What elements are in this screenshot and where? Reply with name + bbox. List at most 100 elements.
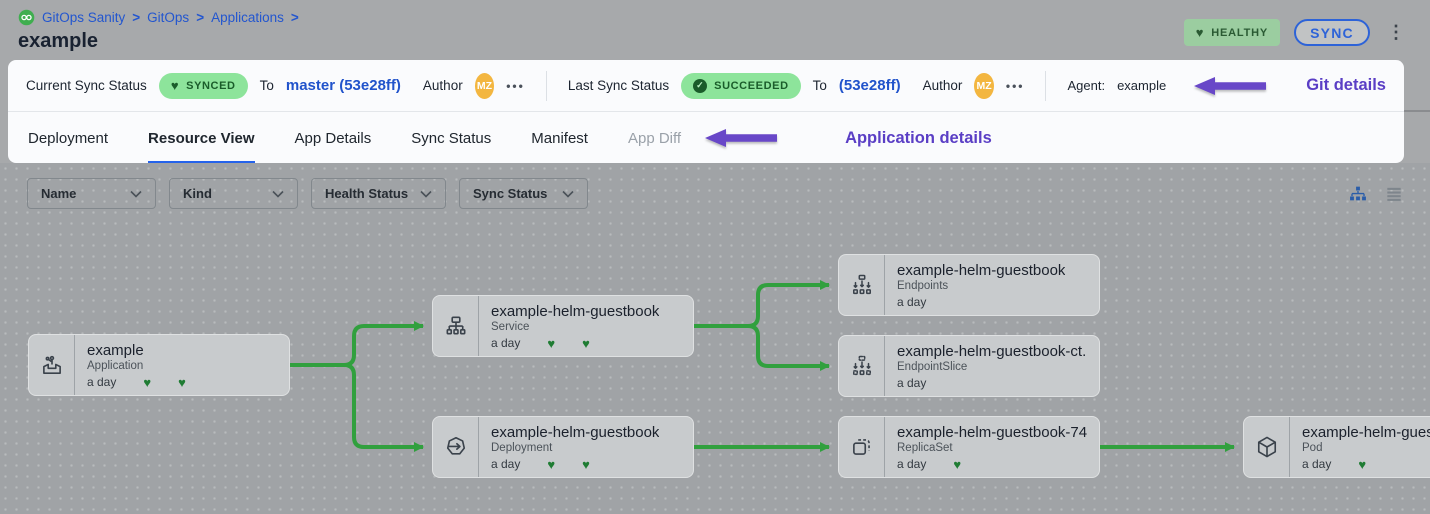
- resource-name: example-helm-guestbook: [491, 424, 660, 441]
- heart-icon: ♥: [178, 374, 186, 390]
- author-avatar[interactable]: MZ: [474, 72, 495, 99]
- to-label: To: [259, 78, 274, 93]
- current-revision-link[interactable]: master (53e28ff): [285, 77, 401, 94]
- filter-health-status-dropdown[interactable]: Health Status: [311, 178, 446, 209]
- current-sync-status-label: Current Sync Status: [26, 78, 147, 93]
- resource-name: example-helm-guestbook-74...: [897, 424, 1087, 441]
- heart-icon: ♥: [1195, 25, 1205, 40]
- resource-age: a day: [1302, 457, 1332, 471]
- tab-bar: Deployment Resource View App Details Sync S…: [8, 112, 1404, 164]
- breadcrumb-separator: >: [290, 10, 299, 25]
- resource-age: a day: [897, 295, 927, 309]
- tab-deployment[interactable]: Deployment: [28, 129, 109, 147]
- health-status-badge: ♥ HEALTHY: [1183, 19, 1280, 46]
- succeeded-badge: ✓ SUCCEEDED: [681, 72, 801, 99]
- tab-app-diff[interactable]: App Diff: [627, 129, 682, 147]
- app-header-panel: Current Sync Status ♥ SYNCED To master (…: [8, 60, 1404, 164]
- chevron-down-icon: [420, 190, 432, 198]
- filter-kind-dropdown[interactable]: Kind: [169, 178, 298, 209]
- resource-age: a day: [491, 336, 521, 350]
- resource-name: example: [87, 342, 144, 359]
- divider: [1045, 70, 1047, 101]
- service-icon: [433, 296, 479, 356]
- breadcrumb-separator: >: [132, 10, 141, 25]
- resource-age: a day: [87, 375, 117, 389]
- author-label: Author: [422, 78, 463, 93]
- last-sync-status-label: Last Sync Status: [567, 78, 670, 93]
- kebab-menu-icon[interactable]: ⋮: [1387, 22, 1405, 42]
- git-details-annotation: Git details: [1306, 76, 1386, 94]
- gitops-logo-icon: [18, 9, 35, 26]
- breadcrumb-link-gitops[interactable]: GitOps: [147, 10, 190, 25]
- more-options-icon[interactable]: •••: [1005, 78, 1025, 93]
- heart-icon: ♥: [547, 335, 556, 351]
- filter-label: Sync Status: [473, 186, 548, 201]
- more-options-icon[interactable]: •••: [506, 78, 525, 93]
- breadcrumb: GitOps Sanity>GitOps>Applications>: [18, 9, 299, 26]
- author-label: Author: [922, 78, 963, 93]
- deployment-icon: [433, 417, 479, 477]
- resource-name: example-helm-guest: [1302, 424, 1430, 441]
- edge-svc-to-ep: [694, 280, 830, 328]
- filter-name-dropdown[interactable]: Name: [27, 178, 156, 209]
- replicaset-icon: [839, 417, 885, 477]
- tab-sync-status[interactable]: Sync Status: [411, 129, 492, 147]
- tab-manifest[interactable]: Manifest: [531, 129, 588, 147]
- heart-icon: ♥: [143, 374, 152, 390]
- resource-kind: EndpointSlice: [897, 361, 968, 373]
- resource-age: a day: [897, 376, 927, 390]
- tab-resource-view[interactable]: Resource View: [148, 112, 255, 164]
- agent-value: example: [1117, 78, 1167, 93]
- resource-node-endpointslice[interactable]: example-helm-guestbook-ct...EndpointSlic…: [838, 335, 1100, 397]
- page-title: example: [18, 30, 99, 52]
- resource-tree-canvas: Name Kind Health Status Sync Status example…: [0, 163, 1430, 514]
- resource-kind: Deployment: [491, 442, 553, 454]
- breadcrumb-link-applications[interactable]: Applications: [211, 10, 284, 25]
- health-badge-label: HEALTHY: [1211, 26, 1268, 39]
- resource-kind: ReplicaSet: [897, 442, 953, 454]
- tree-view-icon[interactable]: [1348, 184, 1368, 204]
- heart-icon: ♥: [582, 335, 590, 351]
- view-toggles: [1348, 184, 1404, 204]
- check-circle-icon: ✓: [693, 78, 708, 93]
- last-revision-link[interactable]: (53e28ff): [838, 77, 901, 94]
- resource-kind: Pod: [1302, 442, 1323, 454]
- heart-icon: ♥: [1358, 456, 1367, 472]
- application-icon: [29, 335, 75, 395]
- sync-button[interactable]: SYNC: [1294, 19, 1370, 46]
- filter-bar: Name Kind Health Status Sync Status: [27, 178, 588, 209]
- heart-icon: ♥: [547, 456, 556, 472]
- resource-tree-edges: [290, 280, 1235, 452]
- list-view-icon[interactable]: [1384, 184, 1404, 204]
- resource-age: a day: [491, 457, 521, 471]
- tab-app-details[interactable]: App Details: [294, 129, 372, 147]
- edge-app-to-deploy: [290, 363, 424, 452]
- succeeded-badge-label: SUCCEEDED: [714, 79, 789, 92]
- chevron-down-icon: [562, 190, 574, 198]
- filter-sync-status-dropdown[interactable]: Sync Status: [459, 178, 588, 209]
- sync-status-bar: Current Sync Status ♥ SYNCED To master (…: [8, 60, 1404, 112]
- agent-label: Agent:: [1067, 78, 1106, 93]
- heart-icon: ♥: [582, 456, 590, 472]
- to-label: To: [812, 78, 827, 93]
- edge-app-to-svc: [290, 321, 424, 367]
- synced-badge: ♥ SYNCED: [158, 72, 248, 99]
- breadcrumb-link-gitops-sanity[interactable]: GitOps Sanity: [42, 10, 126, 25]
- resource-name: example-helm-guestbook-ct...: [897, 343, 1087, 360]
- heart-icon: ♥: [953, 456, 962, 472]
- resource-name: example-helm-guestbook: [491, 303, 660, 320]
- endpointslice-icon: [839, 336, 885, 396]
- annotation-arrow-left-icon: [1194, 76, 1267, 96]
- chevron-down-icon: [130, 190, 142, 198]
- pod-icon: [1244, 417, 1290, 477]
- filter-label: Health Status: [325, 186, 409, 201]
- resource-name: example-helm-guestbook: [897, 262, 1066, 279]
- author-avatar[interactable]: MZ: [974, 72, 994, 99]
- resource-kind: Endpoints: [897, 280, 949, 292]
